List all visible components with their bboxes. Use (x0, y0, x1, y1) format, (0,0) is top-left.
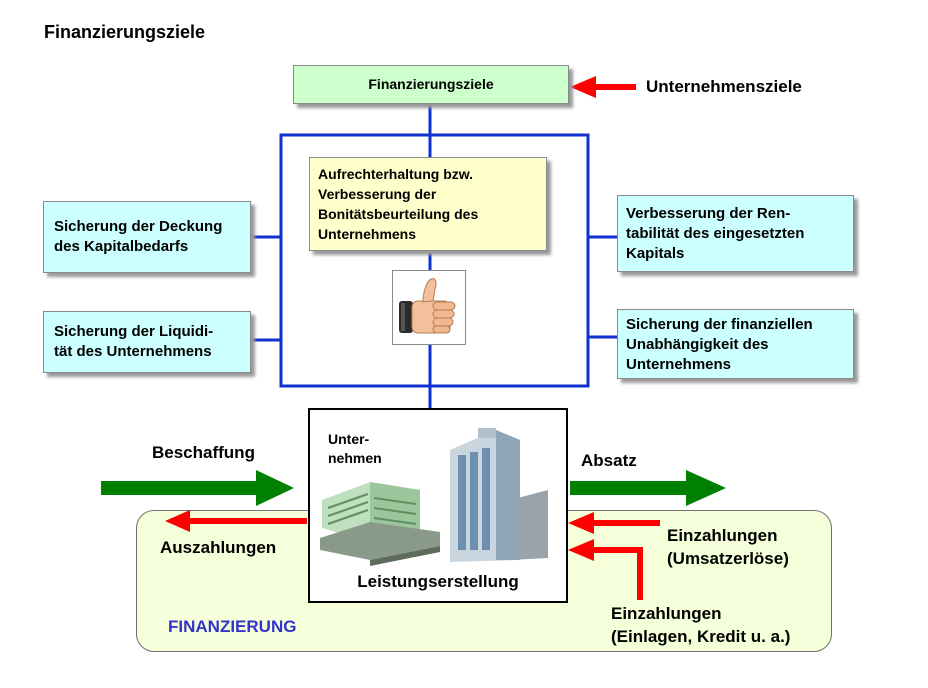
green-arrow-absatz (570, 470, 726, 506)
einzahlungen-umsatz-label: Einzahlungen (Umsatzerlöse) (667, 526, 789, 568)
page-title: Finanzierungsziele (44, 22, 206, 42)
green-arrow-beschaffung (101, 470, 294, 506)
einzahlungen-einlagen-label: Einzahlungen (Einlagen, Kredit u. a.) (611, 604, 791, 646)
finanzierungsziele-box: Finanzierungsziele (293, 65, 569, 104)
liquiditaet-box: Sicherung der Liquidi- tät des Unternehm… (43, 311, 251, 373)
unternehmensziele-label: Unternehmensziele (646, 77, 802, 96)
finanzierung-label: FINANZIERUNG (168, 617, 297, 636)
red-arrow-einzahlungen-umsatz (568, 512, 660, 534)
leistungserstellung-label: Leistungserstellung (357, 572, 519, 591)
beschaffung-label: Beschaffung (152, 443, 255, 462)
office-buildings-icon (320, 428, 548, 566)
red-arrow-auszahlungen (165, 510, 307, 532)
unternehmen-label: Unter- nehmen (328, 431, 382, 466)
rentabilitaet-box: Verbesserung der Ren- tabilität des eing… (617, 195, 854, 272)
red-arrow-einzahlungen-einlagen (568, 539, 643, 600)
unternehmen-box (308, 408, 568, 603)
unabhaengigkeit-box: Sicherung der finanziellen Unabhängigkei… (617, 309, 854, 379)
absatz-label: Absatz (581, 451, 637, 470)
red-arrow-ziele (570, 76, 636, 98)
auszahlungen-label: Auszahlungen (160, 538, 277, 557)
deckung-kapitalbedarf-box: Sicherung der Deckung des Kapitalbedarfs (43, 201, 251, 273)
bonitaet-box: Aufrechterhaltung bzw. Verbesserung der … (309, 157, 547, 251)
thumbs-up-icon (392, 270, 466, 345)
blue-frame (279, 133, 590, 388)
